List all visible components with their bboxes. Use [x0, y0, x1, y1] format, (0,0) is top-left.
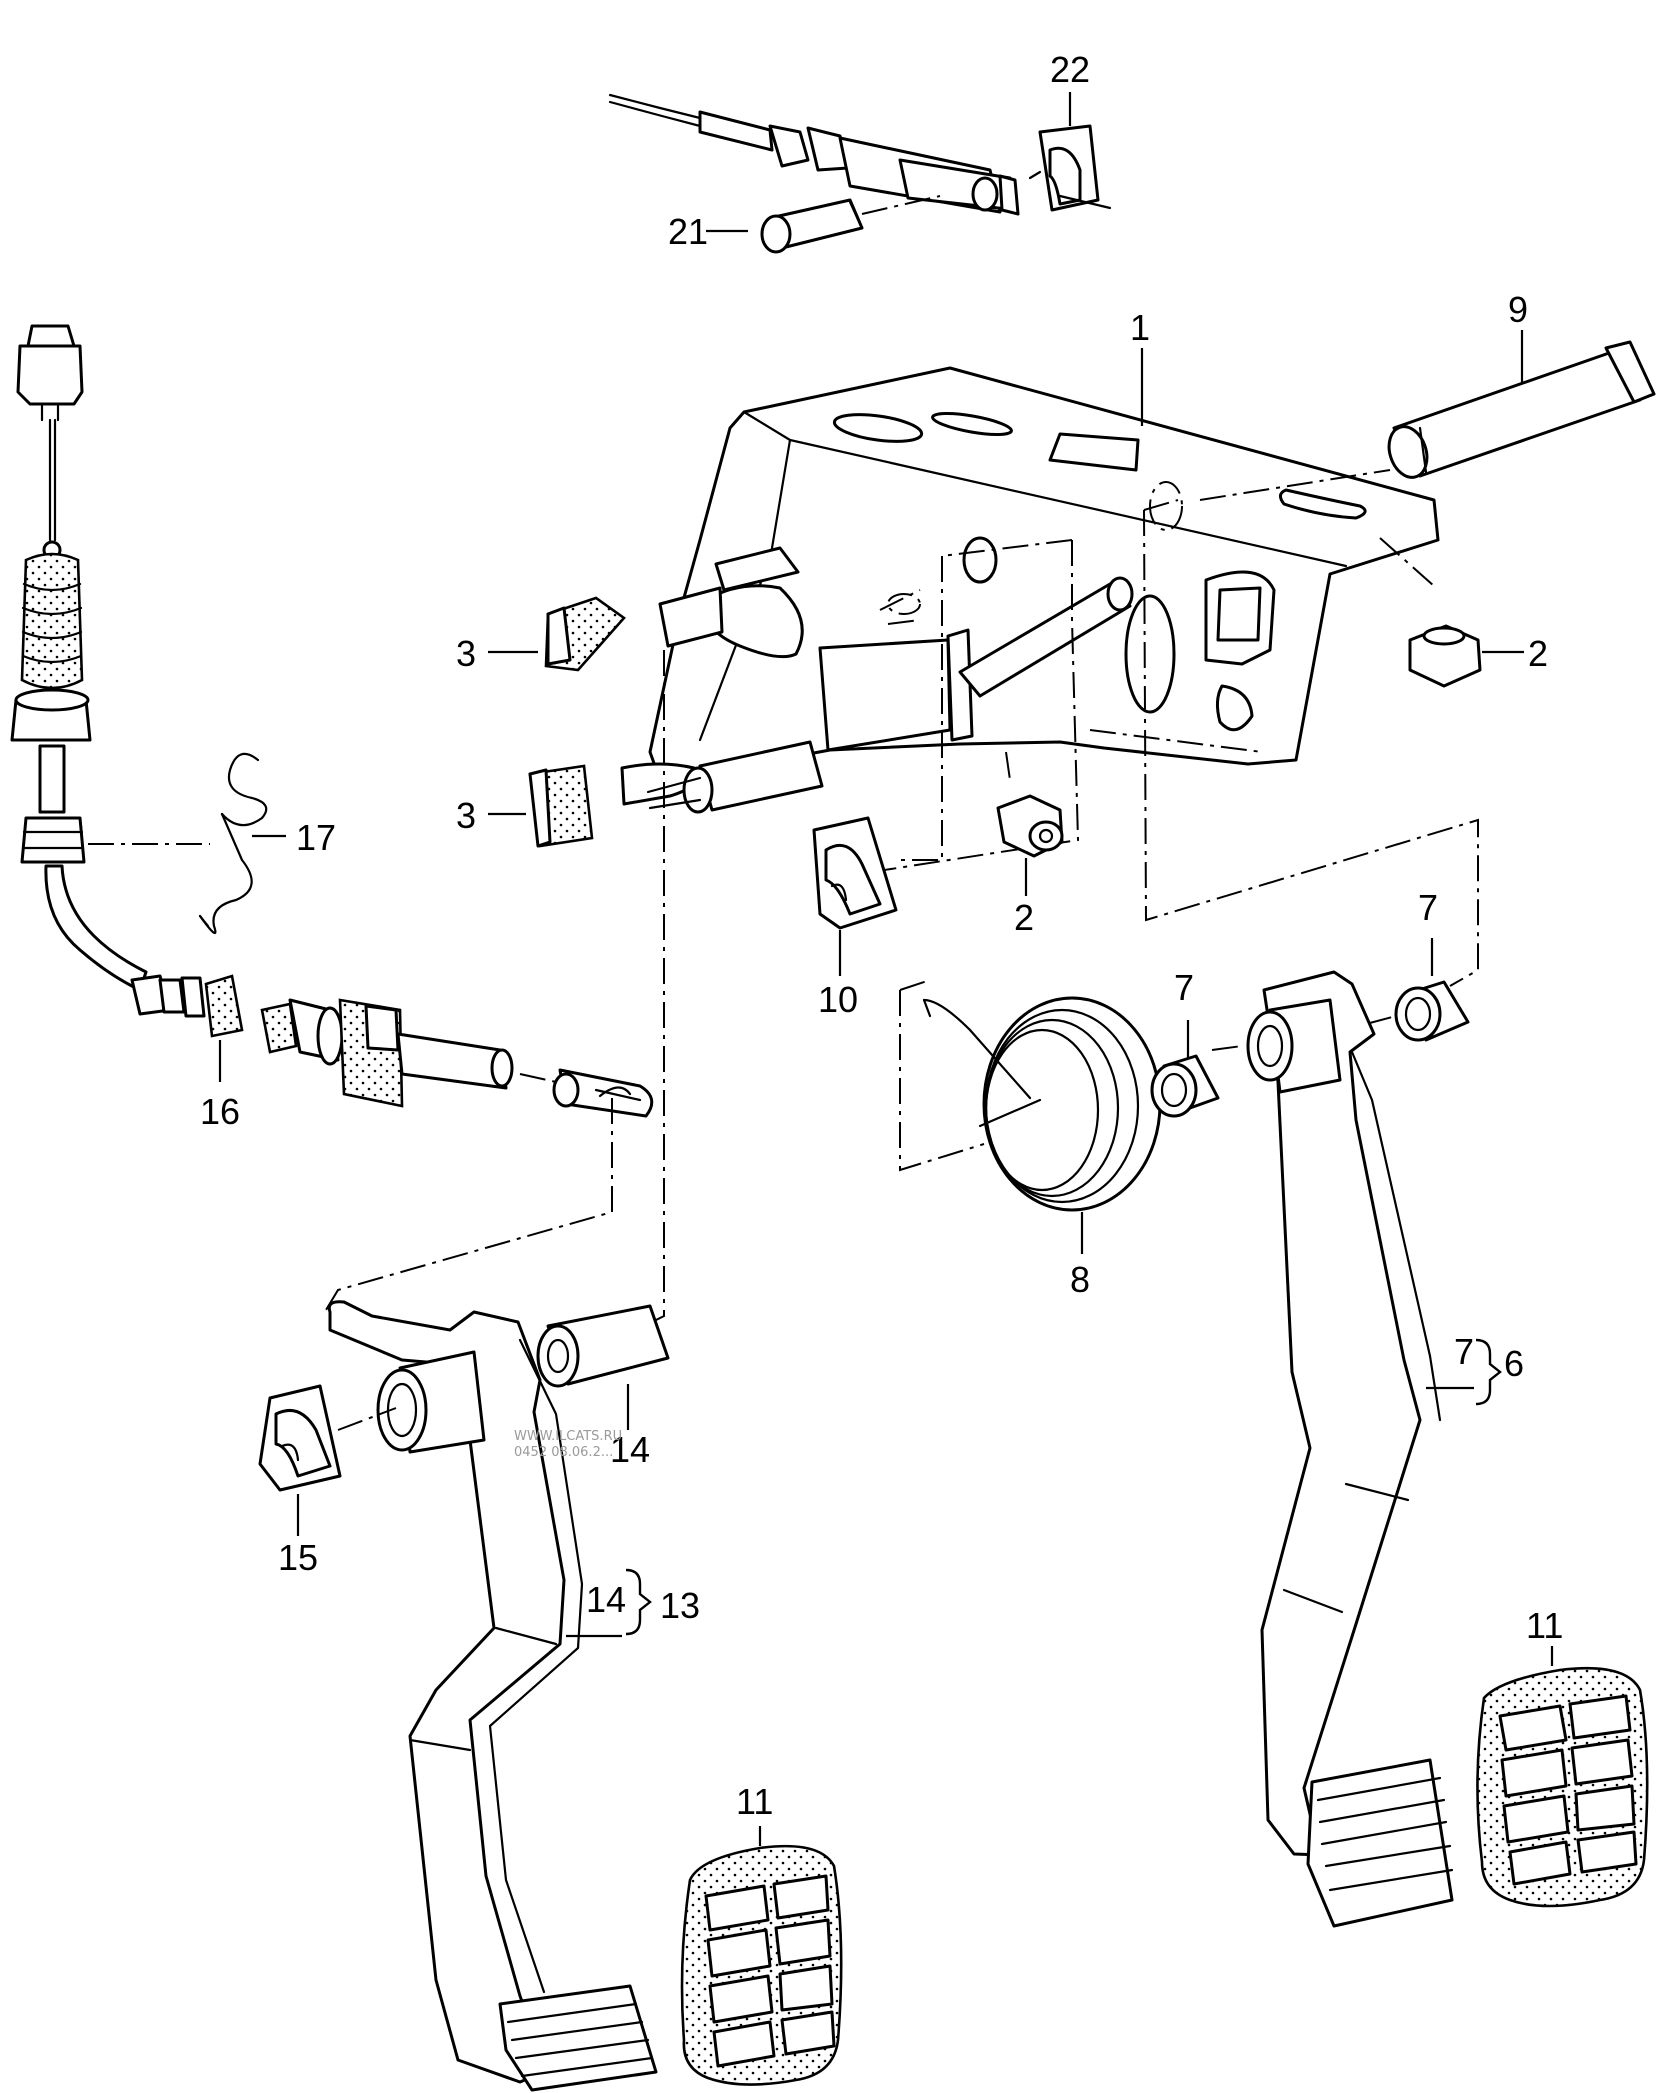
callout-11-left: 11: [736, 1781, 773, 1822]
callout-3-upper: 3: [456, 633, 476, 674]
pedal-pad-right: [1476, 1666, 1649, 1908]
callout-22: 22: [1050, 49, 1090, 90]
callout-16: 16: [200, 1091, 240, 1132]
callout-7-middle: 7: [1174, 967, 1194, 1008]
callout-11-right: 11: [1526, 1605, 1563, 1646]
clutch-pedal: [327, 1300, 658, 2092]
callout-15: 15: [278, 1537, 318, 1578]
callout-13: 13: [660, 1585, 700, 1626]
pedal-bushing: [536, 1304, 670, 1388]
pedal-pad-left: [680, 1844, 843, 2086]
watermark-site: WWW.ILCATS.RU: [514, 1429, 622, 1444]
callout-2-right: 2: [1528, 633, 1548, 674]
hex-nut-center: [996, 794, 1064, 858]
callout-10: 10: [818, 979, 858, 1020]
callout-8: 8: [1070, 1259, 1090, 1300]
callout-21: 21: [668, 211, 708, 252]
pedal-retaining-clip: [258, 1384, 342, 1492]
callout-7-right: 7: [1418, 887, 1438, 928]
cable-clevis-assembly: [608, 93, 1020, 216]
bushing-lower: [528, 764, 594, 848]
bushing-shaft-side: [1394, 980, 1470, 1042]
callout-2-center: 2: [1014, 897, 1034, 938]
return-spring-clip: [198, 752, 268, 935]
callout-3-lower: 3: [456, 795, 476, 836]
bushing-upper: [544, 596, 626, 672]
brake-pedal: [1211, 970, 1454, 1928]
callout-6: 6: [1504, 1343, 1524, 1384]
callout-17: 17: [296, 817, 336, 858]
callout-14-pedal: 14: [586, 1579, 626, 1620]
callout-9: 9: [1508, 289, 1528, 330]
return-spring: [922, 996, 1162, 1212]
clevis-pin: [760, 195, 941, 254]
watermark-code: 0452 08.06.2...: [514, 1445, 613, 1460]
callout-7-pedal: 7: [1454, 1331, 1474, 1372]
clutch-cable: [10, 324, 654, 1118]
callout-1: 1: [1130, 307, 1150, 348]
callout-14: 14: [610, 1429, 650, 1470]
retaining-clip: [812, 816, 898, 930]
hex-nut-right: [1408, 624, 1482, 688]
spring-clip: [1028, 124, 1112, 212]
pedal-bracket: [620, 366, 1440, 814]
bushing-spring-side: [1150, 1054, 1220, 1118]
pivot-shaft: [1387, 340, 1656, 479]
